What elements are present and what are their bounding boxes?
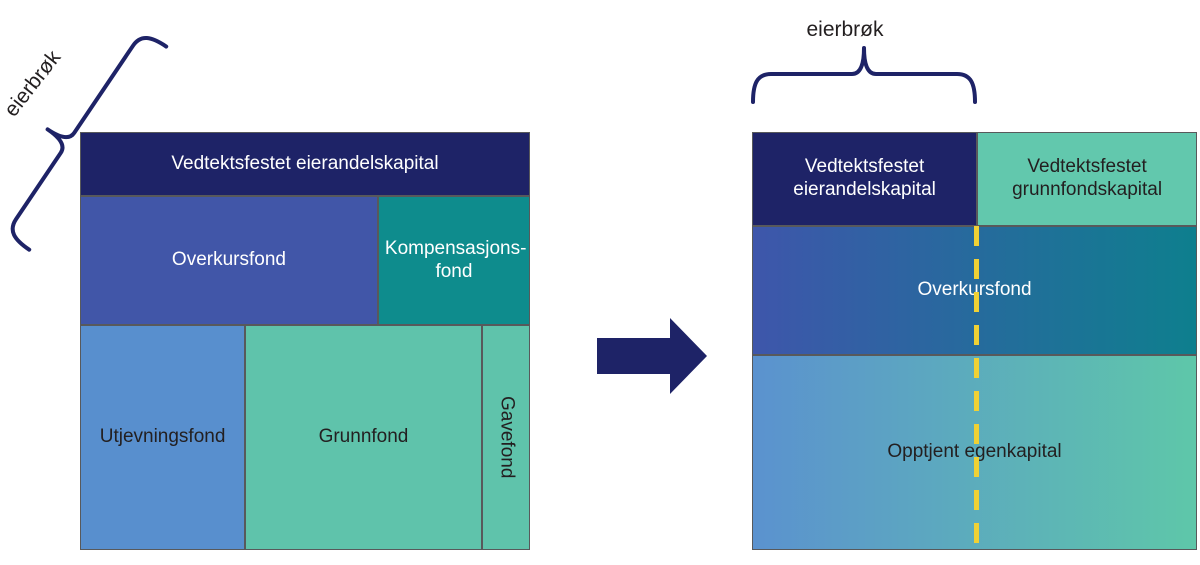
box-vedtektsfestet-eierandelskapital: Vedtektsfestet eierandelskapital	[80, 132, 530, 196]
right-arrow-icon	[597, 318, 707, 394]
eierbrok-divider-dashed-line	[974, 226, 979, 550]
box-label: Kompensasjons-fond	[384, 237, 527, 282]
box-vedtektsfestet-grunnfondskapital: Vedtektsfestet grunnfondskapital	[977, 132, 1197, 226]
box-label: Overkursfond	[171, 249, 286, 271]
box-label: Vedtektsfestet eierandelskapital	[793, 156, 936, 200]
box-utjevningsfond: Utjevningsfond	[80, 325, 246, 550]
right-eierbrok-label: eierbrøk	[806, 18, 884, 41]
box-label: Vedtektsfestet grunnfondskapital	[1012, 156, 1163, 200]
box-gavefond: Gavefond	[481, 325, 530, 550]
right-row-1: Vedtektsfestet eierandelskapital Vedtekt…	[752, 132, 1197, 226]
box-label: Gavefond	[496, 396, 518, 479]
box-kompensasjonsfond: Kompensasjons-fond	[377, 196, 530, 325]
left-diagram: Vedtektsfestet eierandelskapital Overkur…	[80, 132, 530, 550]
box-label: Utjevningsfond	[99, 426, 226, 448]
box-vedtektsfestet-eierandelskapital-right: Vedtektsfestet eierandelskapital	[752, 132, 978, 226]
left-row-3: Utjevningsfond Grunnfond Gavefond	[80, 325, 530, 550]
box-overkursfond: Overkursfond	[80, 196, 378, 325]
left-row-1: Vedtektsfestet eierandelskapital	[80, 132, 530, 196]
right-eierbrok-brace-icon	[751, 46, 977, 104]
right-diagram: Vedtektsfestet eierandelskapital Vedtekt…	[752, 132, 1197, 550]
box-label: Grunnfond	[318, 426, 409, 448]
left-row-2: Overkursfond Kompensasjons-fond	[80, 196, 530, 325]
box-label: Vedtektsfestet eierandelskapital	[171, 152, 439, 174]
box-grunnfond: Grunnfond	[245, 325, 482, 550]
left-eierbrok-label: eierbrøk	[0, 46, 66, 121]
